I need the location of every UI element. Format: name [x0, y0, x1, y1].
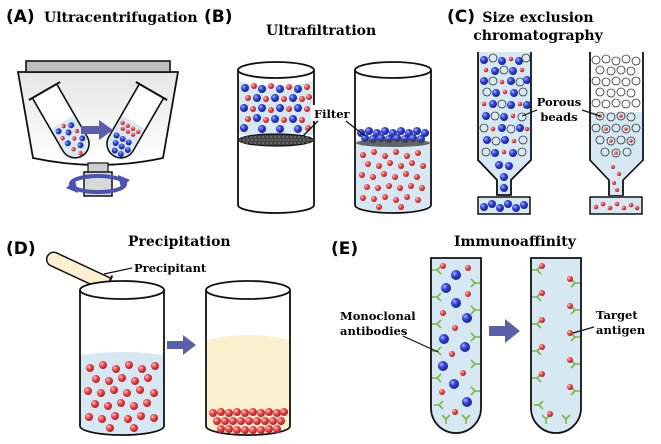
panel-a-letter: (A)	[6, 7, 35, 27]
panel-b-letter: (B)	[204, 7, 233, 27]
porous-beads-label-line1: Porous	[537, 95, 582, 109]
sec-column-left	[477, 52, 532, 215]
filter-label: Filter	[314, 107, 351, 121]
tube-left-particles	[55, 122, 86, 156]
precipitation-beaker-left	[79, 280, 165, 436]
precipitant-callout: Precipitant	[103, 261, 207, 275]
precipitation-beaker-right	[205, 280, 291, 436]
precipitant-label: Precipitant	[134, 261, 207, 275]
process-arrow-a	[81, 120, 113, 140]
process-arrow-d	[167, 335, 196, 355]
target-antigen-callout: Target antigen	[572, 308, 646, 337]
retained-blue-layer	[357, 127, 429, 143]
panel-c: (C) Size exclusion chromatography	[447, 7, 644, 215]
antigen-label-line1: Target	[596, 308, 638, 322]
precipitate-layer	[209, 408, 288, 434]
column-right-eluate	[589, 196, 643, 215]
column-left-eluate	[477, 196, 531, 215]
antibodies-label-line2: antibodies	[340, 324, 407, 338]
panel-d-title: Precipitation	[128, 234, 231, 250]
panel-b-title: Ultrafiltration	[266, 23, 376, 39]
porous-beads-callout: Porous beads	[521, 93, 601, 127]
rotation-arrow-icon	[66, 174, 130, 194]
centrifuge-tube-right	[106, 81, 168, 159]
panel-c-title-line1: Size exclusion	[482, 10, 593, 26]
panel-e-letter: (E)	[331, 239, 358, 259]
immuno-tube-right	[530, 257, 582, 434]
cylinder-left-particles	[240, 83, 312, 133]
filter-membrane-right	[356, 139, 430, 147]
tube-left-antibodies-and-particles	[432, 263, 480, 424]
porous-beads-label-line2: beads	[540, 110, 577, 124]
filtrate-red-particles	[359, 149, 426, 210]
immuno-tube-left	[430, 257, 482, 434]
sec-column-right	[589, 52, 644, 215]
panel-e-title: Immunoaffinity	[454, 234, 577, 250]
panel-d: (D) Precipitation Precipitant	[6, 234, 291, 436]
antigen-label-line2: antigen	[596, 323, 646, 337]
filter-cylinder-right	[354, 61, 432, 214]
tube-right-bound-antigens	[532, 263, 580, 424]
panel-e: (E) Immunoaffinity	[331, 234, 646, 434]
panel-d-letter: (D)	[6, 239, 36, 259]
beaker-left-particles	[84, 361, 159, 432]
tube-right-particles	[111, 120, 141, 158]
filter-membrane-left	[238, 133, 314, 147]
column-right-beads	[591, 54, 641, 192]
panel-a-title: Ultracentrifugation	[44, 10, 198, 26]
panel-a: (A) Ultracentrifugation	[6, 7, 198, 197]
process-arrow-e	[489, 319, 520, 343]
filter-cylinder-left	[237, 61, 315, 214]
panel-c-title-line2: chromatography	[473, 28, 603, 44]
panel-c-letter: (C)	[447, 7, 475, 27]
antibodies-label-line1: Monoclonal	[340, 309, 416, 323]
column-left-beads-and-particles	[479, 53, 531, 192]
filter-callout: Filter	[302, 105, 366, 137]
panel-b: (B) Ultrafiltration	[204, 7, 432, 214]
centrifuge-tube-left	[28, 81, 90, 159]
monoclonal-antibodies-callout: Monoclonal antibodies	[340, 309, 439, 353]
